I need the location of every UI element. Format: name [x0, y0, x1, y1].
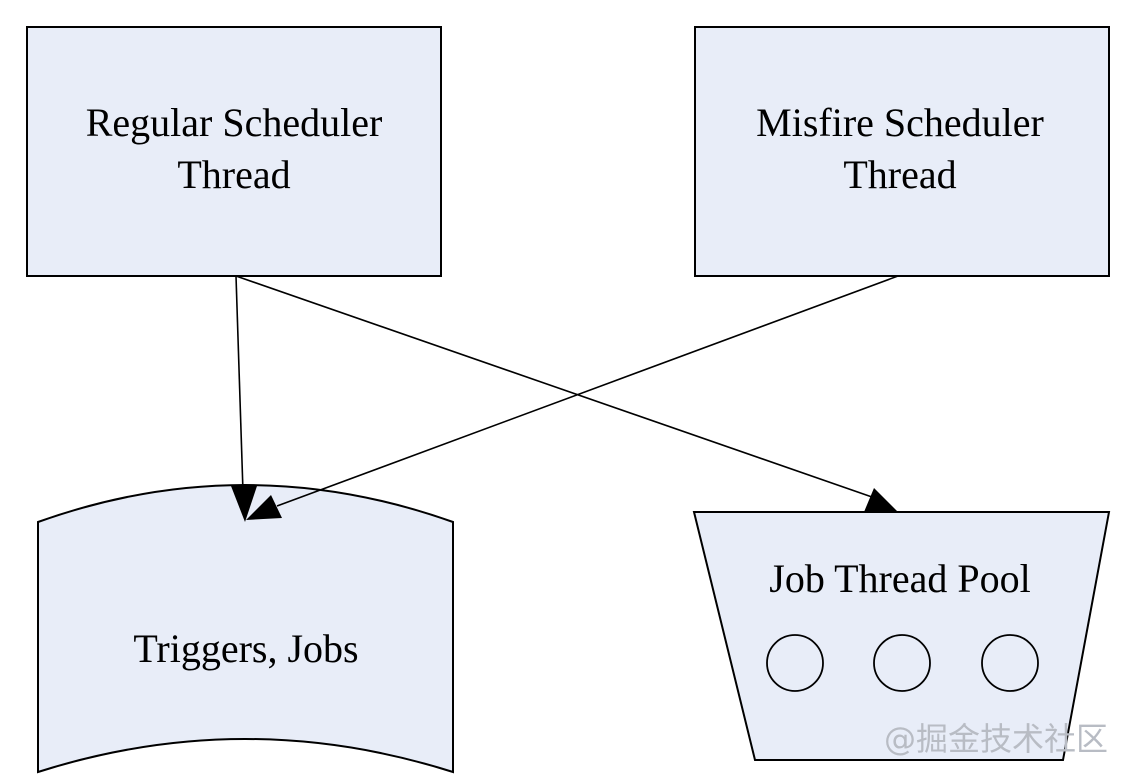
- pool-thread-slot-icon: [981, 634, 1039, 692]
- store-node: Triggers, Jobs: [37, 484, 454, 774]
- store-label: Triggers, Jobs: [133, 626, 358, 671]
- job-pool-label: Job Thread Pool: [769, 556, 1030, 601]
- edge-regular-to-store-arrowhead: [231, 486, 257, 522]
- watermark-text: @掘金技术社区: [884, 720, 1108, 758]
- store-shape: [37, 484, 454, 774]
- regular-scheduler-box: [26, 26, 442, 277]
- misfire-scheduler-label-line2: Thread: [843, 152, 956, 197]
- misfire-scheduler-box: [694, 26, 1110, 277]
- edge-regular-to-pool-arrowhead: [864, 488, 898, 512]
- regular-scheduler-label-line2: Thread: [177, 152, 290, 197]
- job-pool-node: Job Thread Pool: [692, 511, 1111, 761]
- edge-regular-to-store: [235, 275, 244, 493]
- regular-scheduler-node: Regular Scheduler Thread: [26, 26, 442, 277]
- job-pool-shape: [692, 511, 1111, 761]
- pool-thread-slot-icon: [873, 634, 931, 692]
- misfire-scheduler-label-line1: Misfire Scheduler: [756, 100, 1044, 145]
- regular-scheduler-label-line1: Regular Scheduler: [86, 100, 383, 145]
- edge-misfire-to-store: [276, 275, 899, 507]
- edge-regular-to-pool: [235, 275, 873, 498]
- edges: [231, 275, 899, 522]
- pool-thread-slot-icon: [766, 634, 824, 692]
- edge-misfire-to-store-arrowhead: [246, 495, 282, 520]
- misfire-scheduler-node: Misfire Scheduler Thread: [694, 26, 1110, 277]
